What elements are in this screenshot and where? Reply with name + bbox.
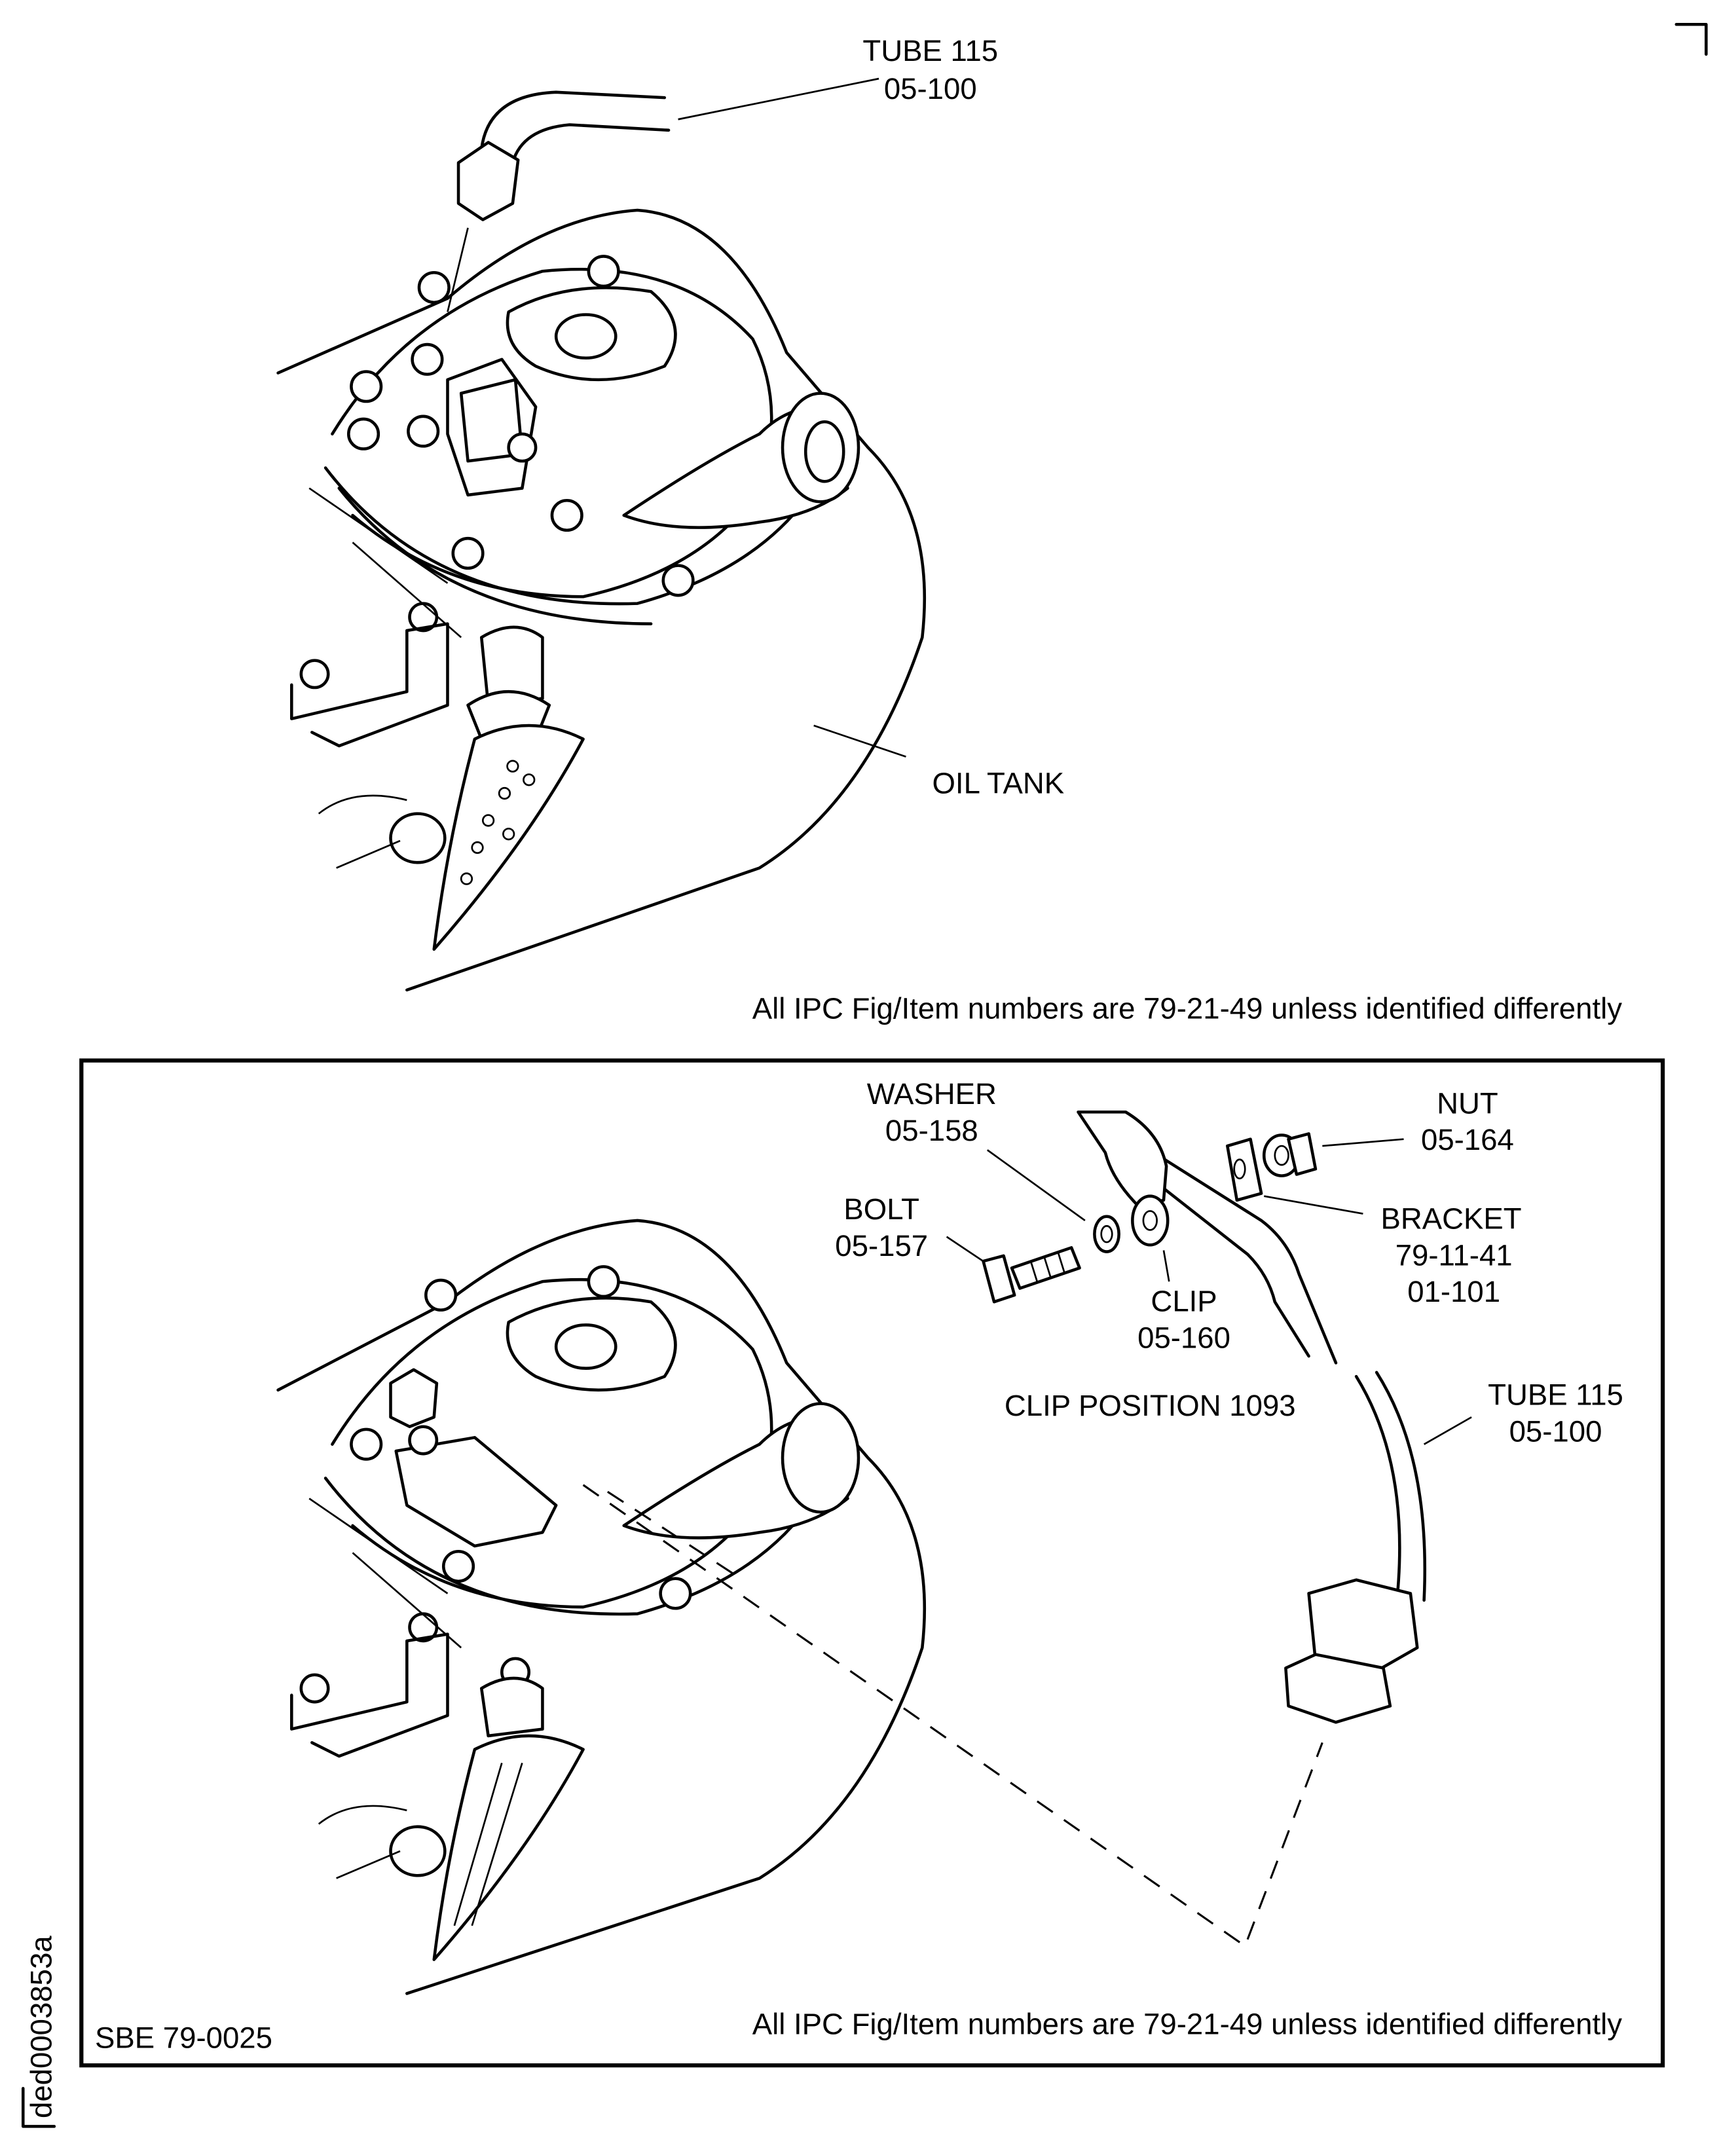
label-name: NUT: [1437, 1086, 1498, 1120]
label-name: WASHER: [867, 1077, 997, 1111]
bolt-label: BOLT 05-157: [835, 1192, 928, 1262]
tube-clip-parts: [946, 1110, 1472, 1724]
corner-mark-top-right: [1674, 23, 1708, 56]
bulletin-number: SBE 79-0025: [95, 2021, 272, 2054]
detail-ipc-note: All IPC Fig/Item numbers are 79-21-49 un…: [752, 2008, 1622, 2041]
label-ref: 05-100: [884, 72, 977, 105]
label-ref: 05-158: [885, 1114, 978, 1147]
label-name: TUBE 115: [862, 34, 998, 67]
clip-label: CLIP 05-160: [1137, 1285, 1230, 1355]
clip-position-label: CLIP POSITION 1093: [1005, 1389, 1296, 1422]
washer-label: WASHER 05-158: [867, 1077, 997, 1147]
top-tube-label: TUBE 115 05-100: [862, 34, 998, 105]
label-name: TUBE 115: [1488, 1378, 1623, 1412]
label-ref: 05-100: [1509, 1415, 1602, 1448]
label-ref: 79-11-41: [1395, 1238, 1513, 1272]
assembly-path: [582, 1484, 1323, 1948]
oil-tank-label: OIL TANK: [932, 767, 1064, 800]
top-oil-tank-drawing: [276, 77, 927, 992]
label-ref: 01-101: [1407, 1275, 1500, 1308]
bracket-label: BRACKET 79-11-41 01-101: [1380, 1202, 1521, 1308]
detail-frame: [79, 1058, 1665, 2068]
label-ref: 05-164: [1421, 1123, 1514, 1156]
top-ipc-note: All IPC Fig/Item numbers are 79-21-49 un…: [752, 991, 1622, 1025]
figure-id: ded0003853a: [25, 1936, 58, 2118]
detail-oil-tank-drawing: [276, 1219, 1323, 1995]
label-ref: 05-160: [1137, 1321, 1230, 1355]
detail-tube-label: TUBE 115 05-100: [1488, 1378, 1623, 1448]
label-ref: 05-157: [835, 1229, 928, 1262]
nut-label: NUT 05-164: [1421, 1086, 1514, 1156]
label-name: BOLT: [843, 1192, 919, 1226]
corner-mark-bottom-left: [21, 2087, 56, 2128]
label-name: BRACKET: [1380, 1202, 1521, 1235]
label-name: CLIP: [1151, 1285, 1217, 1318]
